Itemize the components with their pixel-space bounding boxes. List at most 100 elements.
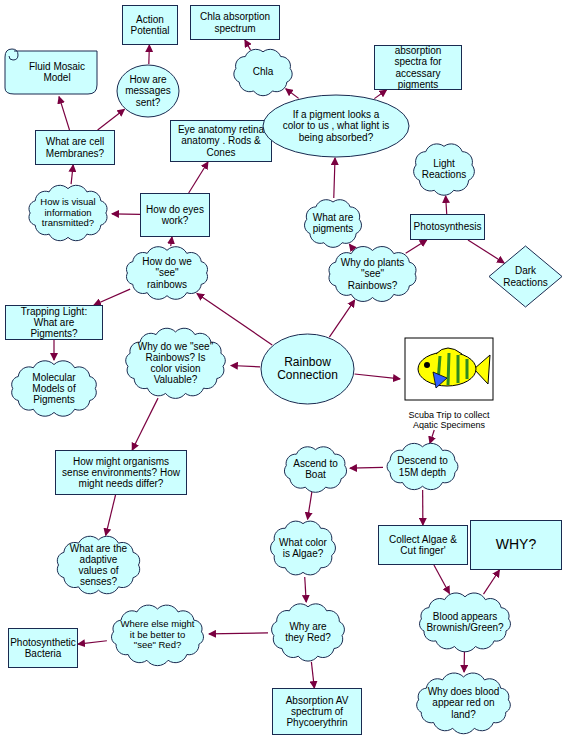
box-outline [36, 131, 115, 165]
rect-node: Trapping Light: What are Pigments? [5, 305, 103, 340]
rect-node: How do eyes work? [140, 193, 210, 237]
node-text: Fluid Mosaic Model [20, 61, 94, 83]
connector-line [171, 237, 172, 246]
picture-frame [405, 338, 493, 400]
node-text: Where else might it be better to "see" R… [120, 619, 195, 651]
cloud-outline [12, 361, 97, 416]
rect-node: How might organisms sense environments? … [55, 450, 187, 495]
box-outline [9, 629, 78, 668]
connector-line [286, 89, 299, 99]
connector-line [463, 652, 465, 672]
node-text: WHY? [496, 537, 536, 553]
fish-stripe [466, 359, 469, 379]
cloud-node: Molecular Models of Pigments [6, 360, 102, 417]
cloud-node: How do we "see" rainbows [121, 246, 213, 300]
connector [374, 90, 386, 99]
connector [148, 45, 150, 64]
box-outline [411, 215, 485, 240]
cloud-node: Where else might it be better to "see" R… [106, 604, 209, 666]
diamond-outline [489, 246, 562, 307]
box-outline [273, 689, 362, 735]
connector-line [231, 366, 260, 367]
connector [78, 641, 107, 644]
box-outline [56, 451, 187, 495]
cloud-outline [305, 200, 362, 248]
connector-line [468, 240, 504, 263]
node-text: Why are they Red? [279, 621, 337, 643]
cloud-outline [417, 673, 511, 734]
node-text: How might organisms sense environments? … [59, 456, 183, 490]
cloud-node: Blood appears Brownish/Green? [414, 592, 516, 652]
connector-line [98, 109, 125, 130]
node-text: Descend to 15M depth [394, 455, 451, 477]
connector-line [308, 492, 312, 519]
rect-node: Eye anatomy retina anatomy . Rods & Cone… [170, 120, 272, 162]
cloud-node: What are the adaptive values of senses? [52, 535, 145, 595]
node-text: Why do plants "see" Rainbows? [337, 257, 408, 291]
connector-line [434, 565, 450, 593]
cloud-node: Why do we "see" Rainbows? Is color visio… [120, 326, 231, 400]
connector-line [53, 340, 54, 360]
node-text: What are pigments [311, 212, 355, 234]
node-text: What are cell Membranes? [39, 136, 111, 158]
connector-line [189, 162, 208, 193]
scroll-node: Fluid Mosaic Model [2, 45, 100, 97]
node-text: Absorption AV spectrum of Phycoerythrin [276, 695, 358, 729]
node-text: Molecular Models of Pigments [19, 372, 89, 406]
fish-pectoral-fin [433, 372, 447, 388]
rect-node: Photosynthetic Bacteria [8, 628, 78, 668]
rect-node: Absorption AV spectrum of Phycoerythrin [272, 688, 362, 735]
cloud-outline [126, 247, 207, 300]
ellipse-node: How are messages sent? [116, 64, 180, 118]
node-text: Ascend to Boat [291, 458, 340, 480]
node-text: How do we "see" rainbows [134, 256, 200, 290]
cloud-outline [234, 49, 292, 95]
node-text: If a pigment looks a color to us , what … [281, 109, 391, 143]
connector [112, 213, 140, 215]
diamond-node: Dark Reactions [488, 245, 563, 308]
cloud-outline [420, 593, 511, 652]
fish-body [418, 352, 476, 386]
box-outline [141, 194, 210, 237]
cloud-outline [112, 605, 204, 666]
node-text: Chla absorption spectrum [194, 11, 276, 33]
cloud-outline [284, 447, 346, 493]
cloud-outline [271, 521, 336, 575]
connector-line [355, 374, 400, 379]
node-text: Rainbow Connection [272, 356, 343, 383]
connector-line [446, 196, 447, 214]
connector [71, 165, 73, 184]
connector-line [148, 45, 150, 64]
node-text: How are messages sent? [124, 74, 172, 108]
connector-line [406, 240, 427, 253]
scroll-outline [5, 49, 97, 94]
ellipse-node: If a pigment looks a color to us , what … [262, 94, 410, 158]
cloud-node: Ascend to Boat [281, 446, 350, 492]
cloud-outline [414, 144, 475, 195]
node-text: Action Potential [126, 14, 174, 36]
cloud-outline [329, 247, 416, 302]
node-text: Collect Algae & Cut finger' [382, 534, 464, 556]
node-text: How is visual information transmitted? [36, 197, 100, 229]
connector [329, 300, 354, 337]
cloud-node: Why are they Red? [268, 602, 348, 662]
rect-node: What are cell Membranes? [35, 130, 115, 165]
cloud-outline [126, 328, 226, 398]
cloud-node: Descend to 15M depth [383, 443, 462, 490]
box-outline [379, 526, 468, 565]
rect-node: Photosynthesis [410, 214, 485, 240]
connector [132, 398, 158, 450]
node-text: Photosynthesis [414, 221, 482, 232]
cloud-node: What are pigments [302, 198, 364, 248]
node-text: What color is Algae? [278, 537, 328, 559]
cloud-node: Why do plants "see" Rainbows? [323, 246, 422, 302]
connector [305, 577, 307, 602]
rect-node: Chla absorption spectrum [190, 5, 280, 40]
connector [106, 495, 116, 535]
box-outline [171, 121, 272, 162]
cloud-node: How is visual information transmitted? [24, 184, 112, 242]
cloud-node: Why does blood appear red on land? [411, 672, 516, 734]
ellipse-outline [263, 95, 409, 157]
connector [231, 366, 260, 367]
connector [406, 240, 427, 253]
